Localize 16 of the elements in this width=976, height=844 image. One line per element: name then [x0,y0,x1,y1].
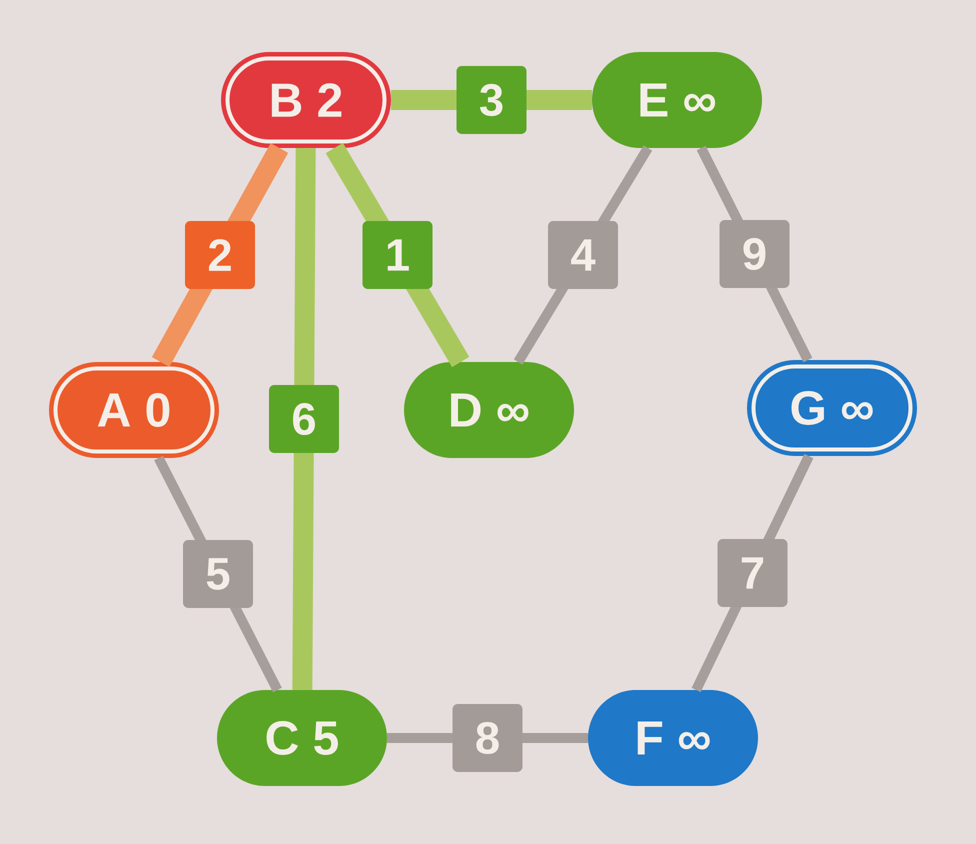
graph-node: B 2 [221,52,391,148]
weight-label: 3 [456,66,526,134]
graph-node: G ∞ [747,360,918,456]
weight-label: 6 [269,385,339,453]
graph-node: C 5 [217,690,387,786]
weight-label: 2 [185,221,255,289]
weight-label: 7 [718,539,788,608]
weight-label: 1 [362,221,432,289]
weight-label: 5 [183,540,253,608]
weight-label: 9 [720,220,790,288]
weight-label: 8 [452,704,522,772]
graph-node: A 0 [49,362,219,458]
graph-node: E ∞ [592,52,762,148]
graph-node: D ∞ [404,362,574,458]
weight-label: 4 [548,221,618,289]
graph-node: F ∞ [588,690,758,786]
